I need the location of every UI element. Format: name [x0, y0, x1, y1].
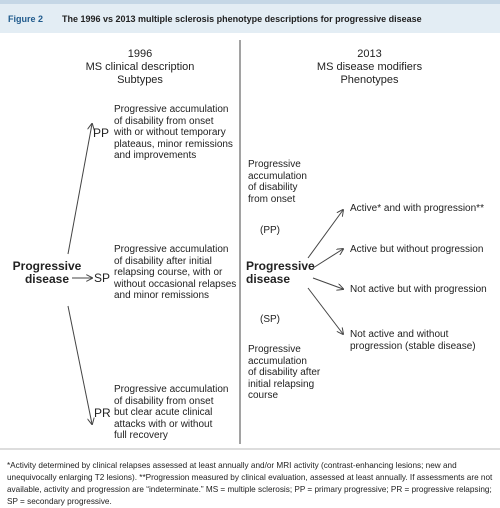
description-line: course: [248, 390, 279, 401]
left-column-heading: 1996 MS clinical description Subtypes: [30, 48, 250, 87]
figure-header: Figure 2 The 1996 vs 2013 multiple scler…: [0, 0, 500, 33]
description-line: initial relapsing: [248, 378, 315, 390]
description-line: of disability: [248, 182, 298, 193]
phenotype-code-sp: (SP): [260, 314, 280, 325]
phenotype-code-pp: (PP): [260, 225, 280, 236]
root-label-line: disease: [246, 272, 291, 286]
phenotype-description-sp: Progressive accumulation of disability a…: [248, 344, 320, 402]
figure-label: Figure 2: [8, 14, 44, 24]
subtype-description-pp: Progressive accumulation of disability f…: [114, 104, 233, 162]
description-line: Progressive accumulation: [114, 244, 229, 255]
description-line: Progressive: [248, 344, 301, 355]
description-line: accumulation: [248, 170, 307, 182]
description-line: Progressive accumulation: [114, 104, 229, 115]
subtype-code-pp: PP: [93, 126, 110, 140]
description-line: Progressive: [248, 159, 301, 170]
root-label-line: Progressive: [246, 259, 315, 273]
heading-line: 1996: [127, 48, 153, 60]
description-line: relapsing course, with or: [114, 267, 223, 278]
description-line: of disability after initial: [114, 255, 212, 267]
description-line: and minor remissions: [114, 290, 210, 301]
root-label-line: Progressive: [12, 259, 82, 273]
modifier-4: Not active and without progression (stab…: [350, 329, 476, 352]
left-root-label: Progressive disease: [8, 260, 86, 286]
description-line: attacks with or without: [114, 418, 213, 430]
modifier-1: Active* and with progression**: [350, 203, 484, 215]
arrow-to-modifier-3: [312, 277, 343, 289]
description-line: without occasional relapses: [114, 278, 237, 290]
description-line: and improvements: [114, 150, 197, 161]
arrow-to-modifier-4: [307, 287, 343, 334]
subtype-code-sp: SP: [94, 271, 111, 285]
description-line: of disability after: [248, 367, 321, 378]
subtype-description-sp: Progressive accumulation of disability a…: [114, 244, 236, 302]
modifier-3: Not active but with progression: [350, 284, 487, 296]
description-line: accumulation: [248, 355, 307, 367]
root-label-line: disease: [24, 272, 70, 286]
description-line: of disability from onset: [114, 115, 214, 127]
description-line: from onset: [248, 193, 296, 205]
heading-line: 2013: [357, 48, 382, 60]
description-line: Progressive accumulation: [114, 384, 229, 395]
modifier-line: progression (stable disease): [350, 340, 476, 352]
heading-line: MS clinical description: [85, 61, 195, 73]
modifier-2: Active but without progression: [350, 244, 483, 256]
modifier-line: Active but without progression: [350, 244, 484, 255]
subtype-description-pr: Progressive accumulation of disability f…: [114, 384, 229, 442]
modifier-line: Active* and with progression**: [350, 203, 484, 214]
heading-line: Phenotypes: [340, 74, 399, 86]
modifier-line: Not active but with progression: [350, 284, 487, 295]
description-line: with or without temporary: [114, 127, 226, 138]
figure-title: The 1996 vs 2013 multiple sclerosis phen…: [62, 14, 422, 24]
description-line: but clear acute clinical: [114, 407, 213, 418]
arrow-to-pr: [67, 305, 92, 424]
description-line: full recovery: [114, 430, 168, 441]
modifier-line: Not active and without: [350, 329, 449, 340]
heading-line: Subtypes: [117, 74, 163, 86]
arrow-to-modifier-2: [312, 249, 343, 269]
subtype-code-pr: PR: [94, 406, 111, 420]
arrow-to-modifier-1: [307, 210, 343, 259]
right-root-label: Progressive disease: [246, 260, 315, 286]
description-line: of disability from onset: [114, 395, 214, 407]
description-line: plateaus, minor remissions: [114, 138, 233, 150]
right-column-heading: 2013 MS disease modifiers Phenotypes: [262, 48, 477, 87]
heading-line: MS disease modifiers: [316, 61, 423, 73]
figure-caption: *Activity determined by clinical relapse…: [7, 461, 493, 506]
arrow-to-pp: [67, 124, 92, 255]
phenotype-description-pp: Progressive accumulation of disability f…: [248, 159, 307, 205]
